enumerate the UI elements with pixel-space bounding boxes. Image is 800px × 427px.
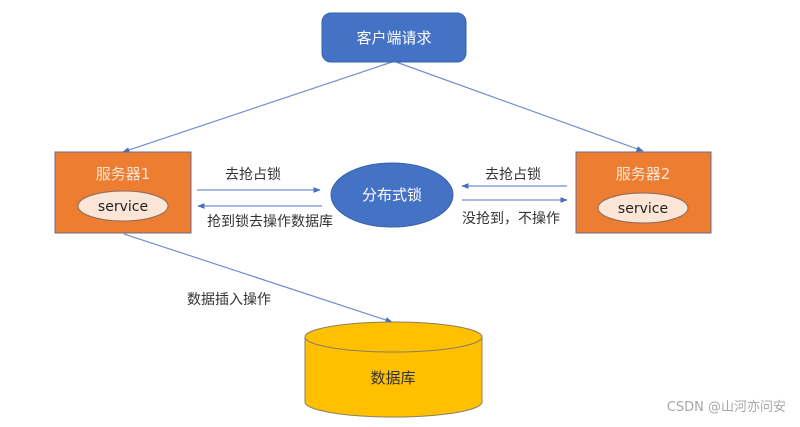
server2-service-label: service xyxy=(618,201,668,217)
server1-label: 服务器1 xyxy=(96,165,151,183)
edge-client-to-server2 xyxy=(395,61,644,152)
server2-node: 服务器2 service xyxy=(575,151,712,234)
client-request-node: 客户端请求 xyxy=(321,12,467,63)
server1-service-label: service xyxy=(98,199,148,215)
database-label: 数据库 xyxy=(370,369,415,387)
distributed-lock-node: 分布式锁 xyxy=(330,162,454,228)
client-request-label: 客户端请求 xyxy=(356,29,431,47)
edge-server1-to-database xyxy=(123,233,393,323)
server2-service-ellipse xyxy=(597,192,689,224)
server1-service-ellipse xyxy=(77,190,169,222)
edge-label-server2-no-lock: 没抢到，不操作 xyxy=(462,210,560,227)
watermark: CSDN @山河亦问安 xyxy=(666,400,786,415)
server1-node: 服务器1 service xyxy=(54,151,192,234)
edge-label-db-insert: 数据插入操作 xyxy=(187,292,271,308)
edge-label-server1-grab-lock: 去抢占锁 xyxy=(225,166,281,183)
edge-label-server1-got-lock: 抢到锁去操作数据库 xyxy=(207,213,333,230)
server2-label: 服务器2 xyxy=(616,165,671,183)
edge-client-to-server1 xyxy=(122,61,393,153)
distributed-lock-label: 分布式锁 xyxy=(362,186,422,204)
edge-label-server2-grab-lock: 去抢占锁 xyxy=(485,166,541,183)
database-node: 数据库 xyxy=(304,321,483,418)
